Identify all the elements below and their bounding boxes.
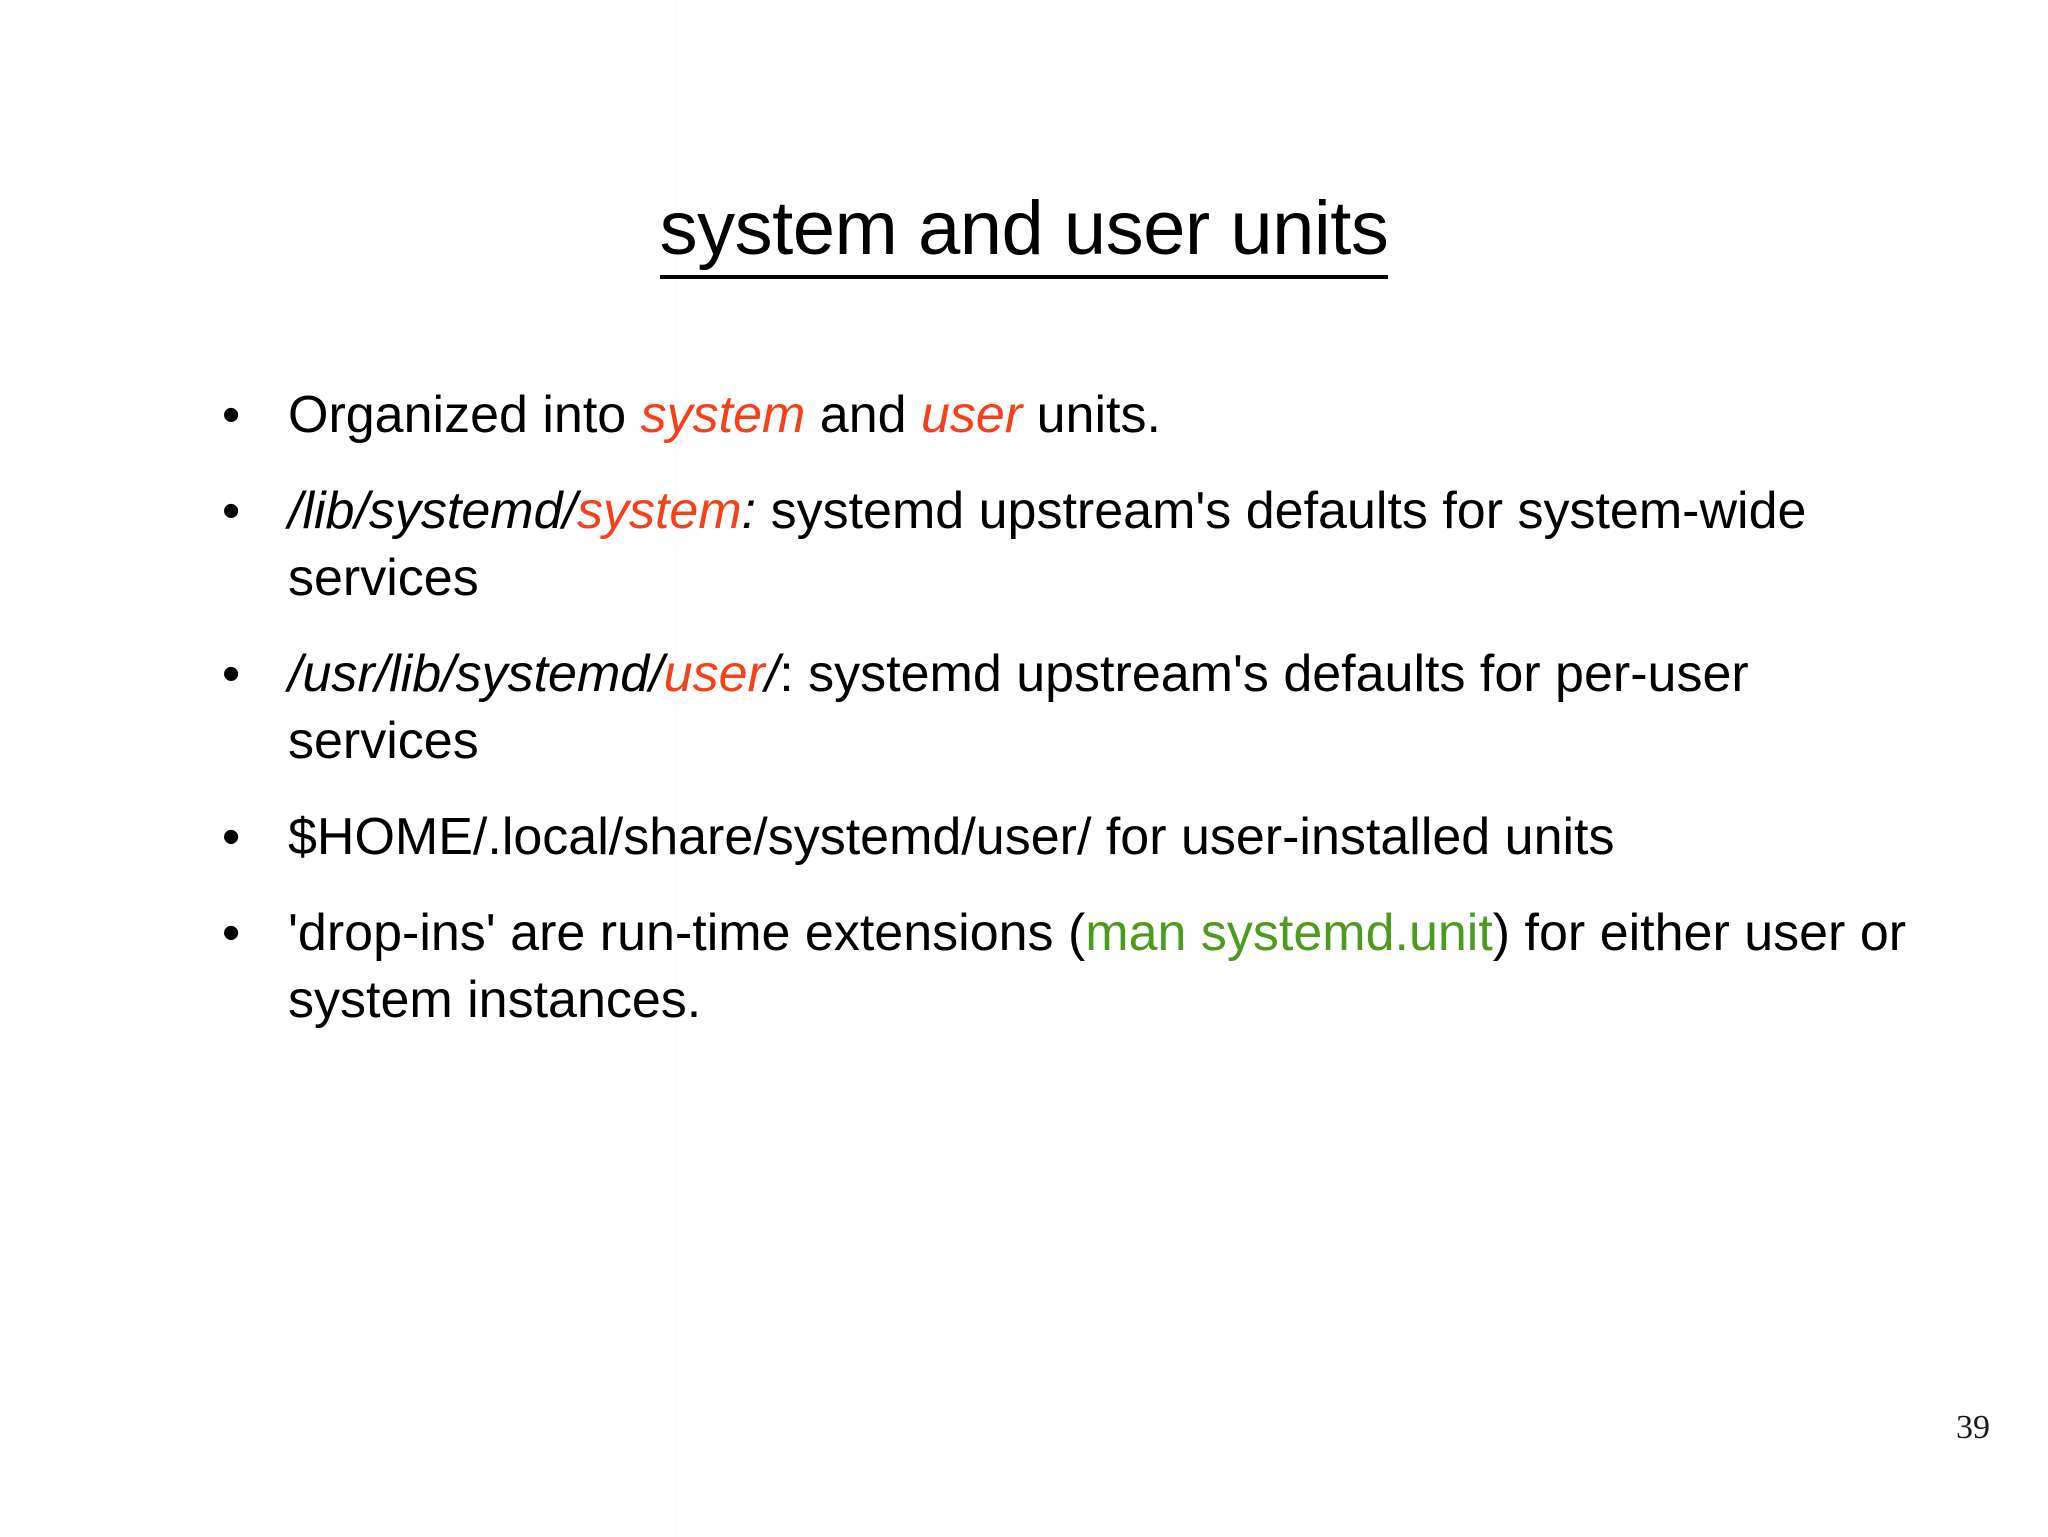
- text-segment: ) for either user or system instances.: [288, 903, 1907, 1030]
- text-segment: : systemd upstream's defaults for per-us…: [288, 644, 1749, 771]
- text-segment: user: [921, 386, 1023, 444]
- list-item-text: /lib/systemd/system: systemd upstream's …: [288, 482, 1806, 608]
- text-segment: systemd upstream's defaults for system-w…: [288, 481, 1807, 608]
- text-segment: /usr/lib/systemd/: [288, 644, 664, 703]
- text-segment: user: [663, 644, 765, 703]
- text-segment: man systemd.unit: [1085, 903, 1493, 962]
- text-segment: /lib/systemd/: [288, 481, 577, 540]
- list-item: • /lib/systemd/system: systemd upstream'…: [210, 478, 1910, 613]
- text-segment: system: [576, 481, 742, 540]
- list-item-text: Organized into system and user units.: [288, 386, 1161, 444]
- page-title: system and user units: [0, 189, 2048, 279]
- page-title-text: system and user units: [659, 189, 1389, 279]
- bullet-marker-icon: •: [222, 903, 241, 962]
- text-segment: Organized into: [288, 386, 641, 444]
- text-segment: :: [741, 481, 757, 540]
- bullet-marker-icon: •: [222, 386, 241, 444]
- text-segment: 'drop-ins' are run-time extensions (: [288, 903, 1086, 962]
- text-segment: $HOME/.local/share/systemd/user/ for use…: [288, 807, 1615, 866]
- bullet-marker-icon: •: [222, 481, 241, 540]
- text-segment: and: [805, 386, 921, 444]
- list-item: • $HOME/.local/share/systemd/user/ for u…: [210, 804, 1910, 872]
- text-segment: system: [640, 386, 806, 444]
- list-item-text: $HOME/.local/share/systemd/user/ for use…: [288, 808, 1615, 866]
- page-number: 39: [1956, 1409, 1990, 1446]
- list-item-text: 'drop-ins' are run-time extensions (man …: [288, 904, 1906, 1030]
- bullet-marker-icon: •: [222, 644, 241, 703]
- list-item: • Organized into system and user units.: [210, 382, 1910, 450]
- background-seam: [676, 0, 677, 1537]
- text-segment: /: [764, 644, 780, 703]
- list-item: • /usr/lib/systemd/user/: systemd upstre…: [210, 641, 1910, 776]
- bullet-list: • Organized into system and user units. …: [210, 382, 1910, 1035]
- list-item: • 'drop-ins' are run-time extensions (ma…: [210, 900, 1910, 1035]
- list-item-text: /usr/lib/systemd/user/: systemd upstream…: [288, 645, 1749, 771]
- text-segment: units.: [1022, 386, 1161, 444]
- bullet-marker-icon: •: [222, 807, 241, 866]
